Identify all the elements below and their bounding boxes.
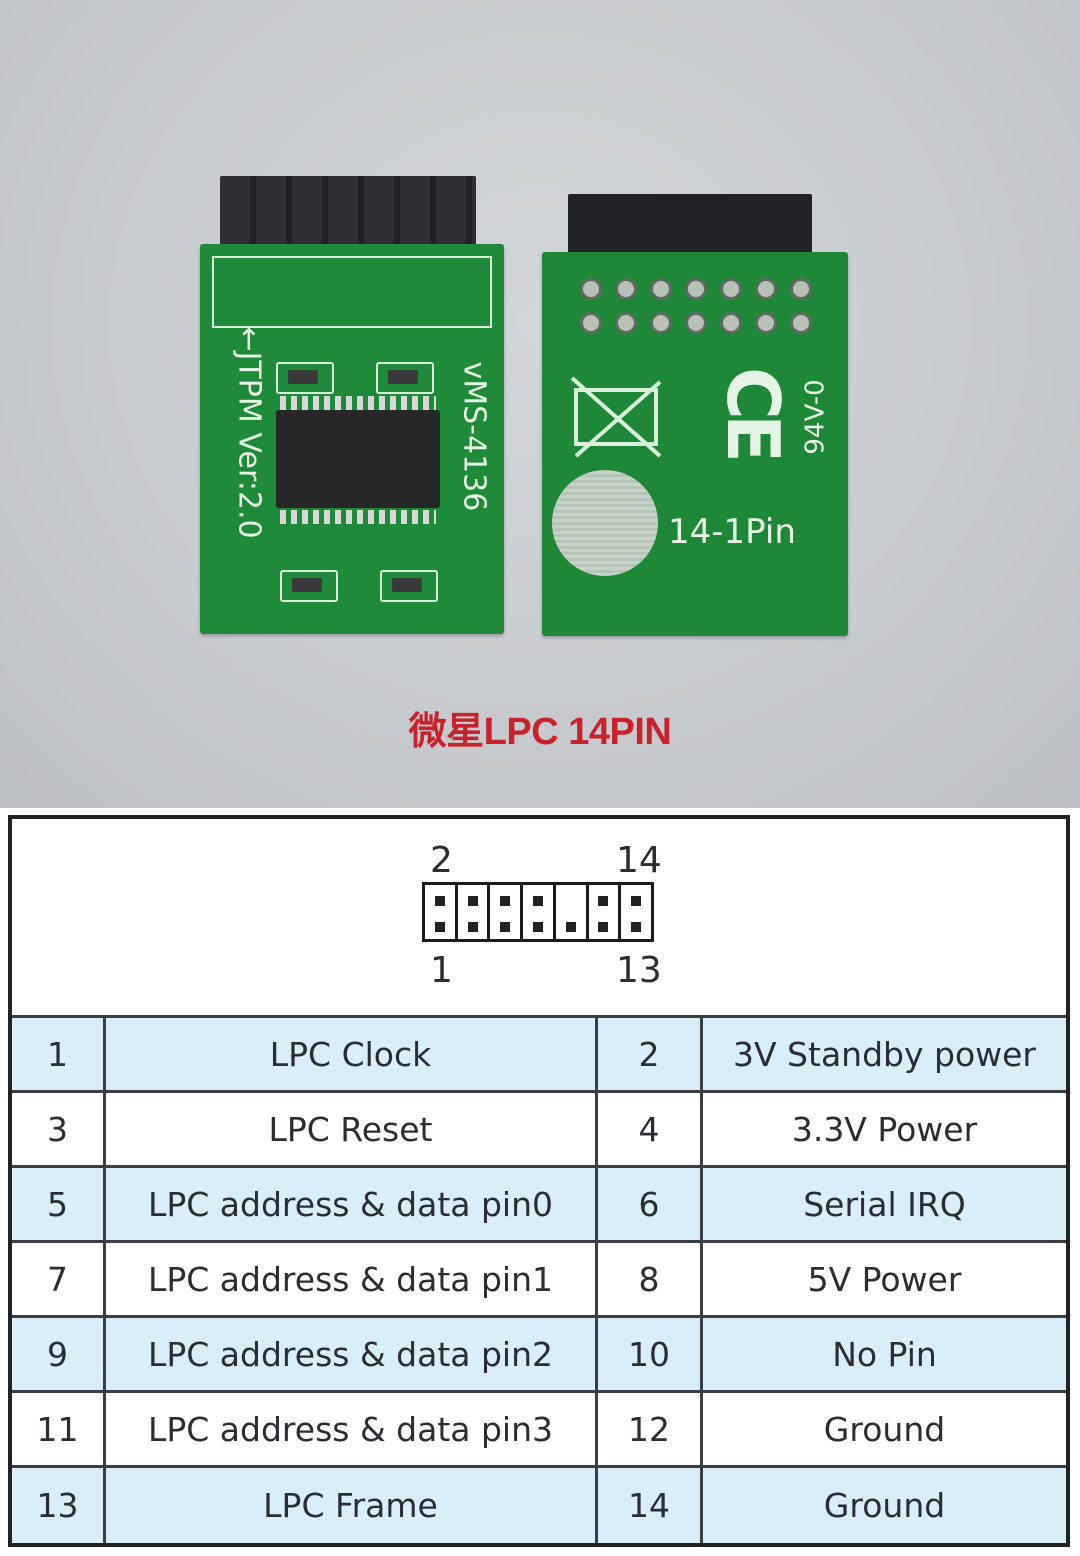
connector-outline bbox=[422, 882, 654, 942]
solder-pad bbox=[615, 278, 637, 300]
solder-pad bbox=[650, 312, 672, 334]
silkscreen-rating: 94V-0 bbox=[800, 379, 831, 455]
silkscreen-version: ←JTPM Ver:2.0 bbox=[231, 326, 267, 539]
solder-pad bbox=[685, 278, 707, 300]
table-row: 9 LPC address & data pin2 10 No Pin bbox=[12, 1318, 1066, 1393]
pin-signal: LPC address & data pin0 bbox=[106, 1168, 598, 1240]
pinout-table: 2 14 1 13 1 LPC Clock 2 3V Standby power… bbox=[8, 815, 1070, 1547]
pin-pair bbox=[589, 885, 622, 939]
pin-number: 12 bbox=[598, 1393, 703, 1465]
pin-signal: LPC address & data pin1 bbox=[106, 1243, 598, 1315]
product-photo: ←JTPM Ver:2.0 vMS-4136 CE 94V-0 14-1Pin … bbox=[0, 0, 1080, 808]
solder-pad bbox=[790, 312, 812, 334]
pin-signal: LPC Clock bbox=[106, 1018, 598, 1090]
header-outline bbox=[212, 256, 492, 328]
pin-label-1: 1 bbox=[430, 950, 453, 991]
table-row: 3 LPC Reset 4 3.3V Power bbox=[12, 1093, 1066, 1168]
pin-pair-keyed bbox=[556, 885, 589, 939]
pin-number: 14 bbox=[598, 1468, 703, 1543]
solder-pad bbox=[755, 278, 777, 300]
pin-signal: No Pin bbox=[832, 1334, 937, 1374]
pin-number: 3 bbox=[12, 1093, 106, 1165]
pin-number: 5 bbox=[12, 1168, 106, 1240]
solder-pad bbox=[790, 278, 812, 300]
pin-signal: Ground bbox=[823, 1486, 946, 1525]
smd-component bbox=[380, 570, 438, 602]
solder-pad bbox=[755, 312, 777, 334]
pin-number: 4 bbox=[598, 1093, 703, 1165]
pin-header-back bbox=[568, 194, 812, 256]
solder-pad bbox=[580, 312, 602, 334]
pin-label-14: 14 bbox=[616, 840, 662, 881]
pin-signal: 3.3V Power bbox=[791, 1109, 978, 1149]
pin-label-13: 13 bbox=[616, 950, 662, 991]
pin-pair bbox=[490, 885, 524, 939]
solder-pad bbox=[580, 278, 602, 300]
round-sticker bbox=[552, 470, 658, 576]
pin-number: 10 bbox=[598, 1318, 703, 1390]
table-row: 5 LPC address & data pin0 6 Serial IRQ bbox=[12, 1168, 1066, 1243]
solder-pad bbox=[615, 312, 637, 334]
pin-pair bbox=[621, 885, 651, 939]
pin-pair bbox=[523, 885, 556, 939]
pin-number: 7 bbox=[12, 1243, 106, 1315]
pin-signal: 3V Standby power bbox=[733, 1034, 1036, 1074]
silkscreen-model: vMS-4136 bbox=[456, 361, 492, 512]
pin-number: 8 bbox=[598, 1243, 703, 1315]
solder-pad bbox=[720, 312, 742, 334]
weee-bin-icon bbox=[570, 376, 662, 458]
solder-pad bbox=[650, 278, 672, 300]
chip-pins-top bbox=[280, 396, 436, 410]
table-row: 1 LPC Clock 2 3V Standby power bbox=[12, 1018, 1066, 1093]
pin-diagram: 2 14 1 13 bbox=[12, 819, 1066, 1018]
table-row: 7 LPC address & data pin1 8 5V Power bbox=[12, 1243, 1066, 1318]
pin-signal: 5V Power bbox=[807, 1259, 962, 1299]
pin-label-2: 2 bbox=[430, 840, 453, 881]
pin-signal: Serial IRQ bbox=[803, 1184, 966, 1224]
solder-pad bbox=[685, 312, 707, 334]
smd-component bbox=[276, 362, 334, 394]
pin-number: 1 bbox=[12, 1018, 106, 1090]
pin-signal: LPC address & data pin3 bbox=[106, 1393, 598, 1465]
pin-number: 2 bbox=[598, 1018, 703, 1090]
solder-pad bbox=[720, 278, 742, 300]
table-row: 11 LPC address & data pin3 12 Ground bbox=[12, 1393, 1066, 1468]
ce-mark-icon: CE bbox=[711, 366, 796, 458]
pin-signal: LPC address & data pin2 bbox=[106, 1318, 598, 1390]
pin-number: 13 bbox=[12, 1468, 106, 1543]
table-row: 13 LPC Frame 14 Ground bbox=[12, 1468, 1066, 1543]
smd-component bbox=[376, 362, 434, 394]
pin-pair bbox=[425, 885, 458, 939]
chip-pins-bottom bbox=[280, 510, 436, 524]
pin-signal: Ground bbox=[823, 1409, 946, 1449]
pin-number: 6 bbox=[598, 1168, 703, 1240]
pin-signal: LPC Reset bbox=[106, 1093, 598, 1165]
photo-caption: 微星LPC 14PIN bbox=[408, 711, 672, 753]
smd-component bbox=[280, 570, 338, 602]
pin-number: 9 bbox=[12, 1318, 106, 1390]
tpm-chip bbox=[276, 410, 440, 508]
pin-pair bbox=[458, 885, 491, 939]
tpm-board-back: CE 94V-0 14-1Pin bbox=[542, 252, 848, 636]
silkscreen-pin-label: 14-1Pin bbox=[668, 512, 796, 552]
pin-number: 11 bbox=[12, 1393, 106, 1465]
pin-signal: LPC Frame bbox=[106, 1468, 598, 1543]
